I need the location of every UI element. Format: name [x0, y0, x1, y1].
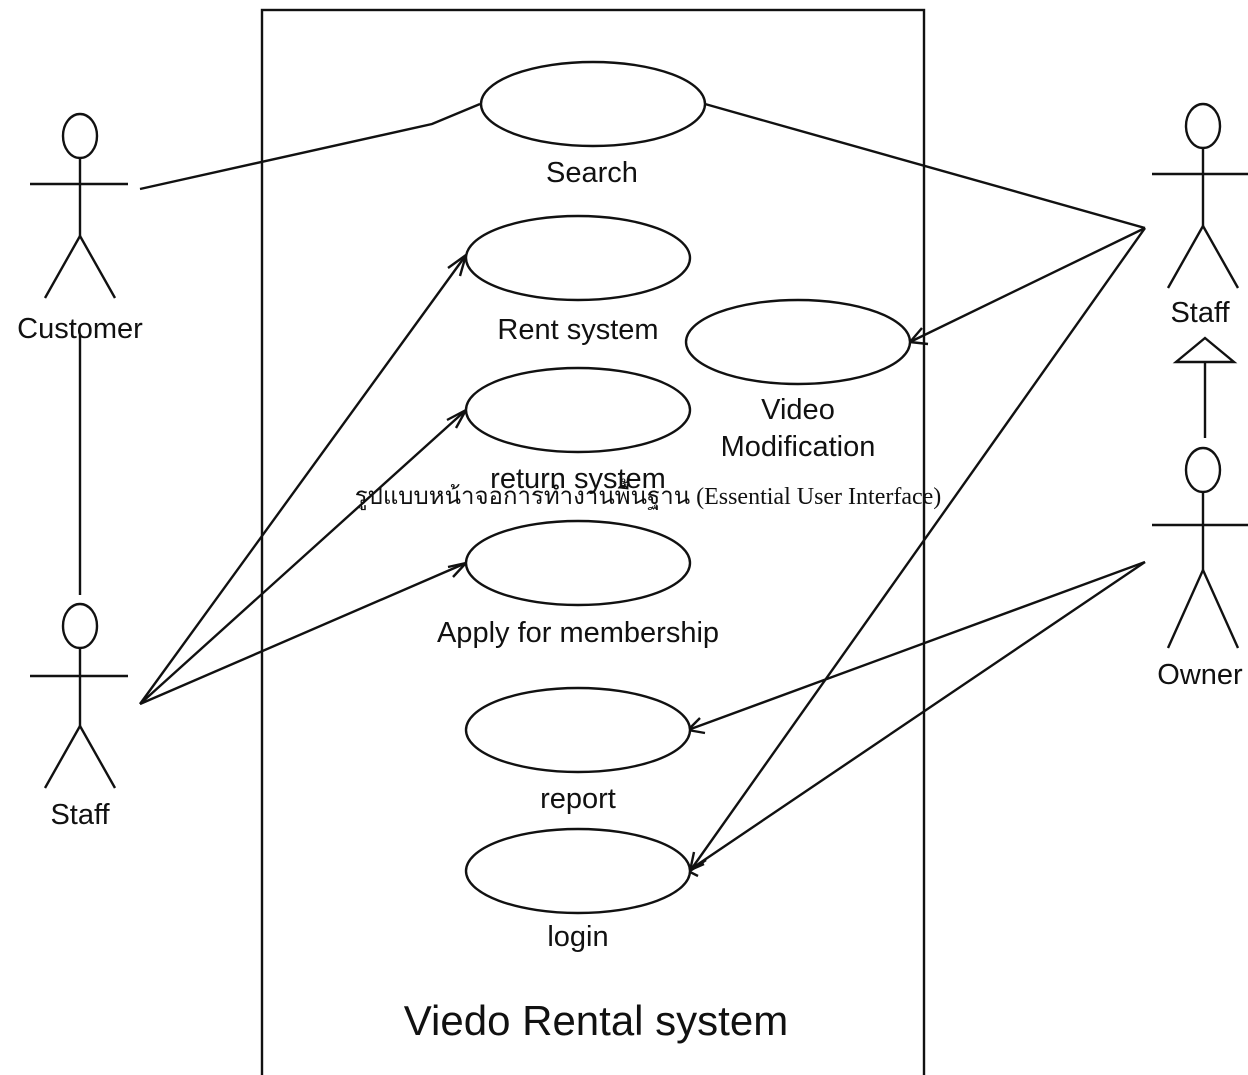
staff-rent-link — [139, 254, 467, 705]
owner-report-link — [687, 560, 1146, 732]
associations — [78, 102, 1146, 872]
staff-return-link — [139, 409, 467, 705]
actor-staff-right — [1152, 102, 1248, 289]
actor-staff-right-head — [1184, 102, 1222, 150]
staff-apply-link — [139, 561, 467, 706]
actor-customer-head — [61, 112, 99, 160]
label-video-line1: Video — [761, 394, 835, 426]
actor-owner-legs — [1166, 567, 1240, 649]
use-case-login — [464, 827, 692, 915]
use-case-return — [464, 366, 692, 454]
use-case-apply — [464, 519, 692, 607]
actor-customer — [30, 112, 128, 299]
use-case-video-modification — [684, 298, 912, 386]
label-report: report — [540, 783, 616, 815]
staff-videomod-link — [909, 226, 1146, 344]
staff-login-link — [689, 227, 1146, 872]
use-case-rent — [464, 214, 692, 302]
customer-search-link — [139, 102, 481, 191]
actor-staff-left-legs — [43, 723, 117, 789]
label-actor-customer: Customer — [17, 313, 143, 345]
search-staff-link — [704, 102, 1146, 230]
label-note: รูปแบบหน้าจอการทำงานพื้นฐาน (Essential U… — [355, 478, 942, 511]
actor-staff-left-head — [61, 602, 99, 650]
label-actor-owner: Owner — [1157, 659, 1243, 691]
use-case-report — [464, 686, 692, 774]
label-actor-staff-right: Staff — [1170, 297, 1230, 329]
generalization-triangle — [1172, 336, 1238, 364]
label-actor-staff-left: Staff — [50, 799, 110, 831]
actor-staff-right-legs — [1166, 223, 1240, 289]
use-cases — [464, 60, 912, 915]
label-rent: Rent system — [497, 314, 658, 346]
actor-owner — [1152, 446, 1248, 649]
label-login: login — [547, 921, 608, 953]
arrowhead-videomod — [907, 327, 929, 346]
owner-login-link — [687, 561, 1146, 872]
label-return: return system — [490, 463, 666, 495]
label-video-line2: Modification — [721, 431, 876, 463]
use-case-search — [479, 60, 707, 148]
labels: Search Rent system Video Modification re… — [17, 157, 1243, 1044]
actor-customer-legs — [43, 233, 117, 299]
actor-owner-head — [1184, 446, 1222, 494]
label-search: Search — [546, 157, 638, 189]
system-title: Viedo Rental system — [404, 997, 788, 1044]
system-boundary — [260, 8, 926, 1075]
actor-staff-left — [30, 602, 128, 789]
label-apply: Apply for membership — [437, 617, 719, 649]
